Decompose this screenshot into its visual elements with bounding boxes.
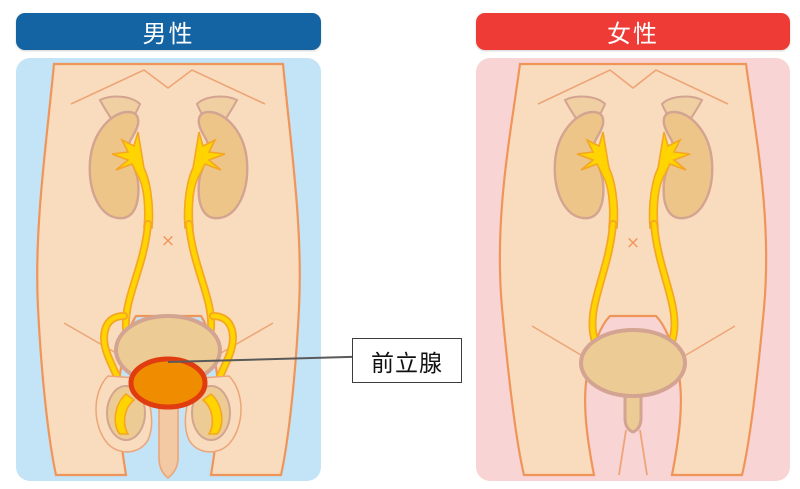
epididymis-right [201, 392, 223, 435]
renal-pelvis-right [183, 131, 226, 229]
navel-mark: × [161, 231, 175, 251]
female-ribcage-outline [537, 69, 729, 105]
renal-pelvis-left [111, 131, 154, 229]
urethra [623, 386, 643, 434]
panel-male: × [16, 58, 321, 481]
perineum [618, 429, 648, 476]
hip-crease-right [680, 325, 736, 359]
hip-crease-left [531, 325, 587, 359]
kidney-right [662, 110, 714, 220]
male-anatomy-illustration: × [36, 62, 301, 480]
callout-label-prostate: 前立腺 [352, 338, 462, 383]
bladder [579, 328, 687, 398]
male-ribcage-outline [70, 69, 266, 105]
female-anatomy-illustration: × [498, 62, 768, 477]
epididymis-left [114, 392, 136, 435]
kidney-left [553, 110, 605, 220]
navel-mark: × [626, 233, 640, 253]
renal-pelvis-left [576, 131, 619, 229]
prostate[interactable] [128, 356, 208, 410]
panel-female: × [476, 58, 790, 481]
kidney-right [197, 110, 249, 220]
renal-pelvis-right [648, 131, 691, 229]
header-male: 男性 [16, 13, 321, 50]
kidney-left [88, 110, 140, 220]
urethra [158, 387, 179, 480]
header-female: 女性 [476, 13, 790, 50]
